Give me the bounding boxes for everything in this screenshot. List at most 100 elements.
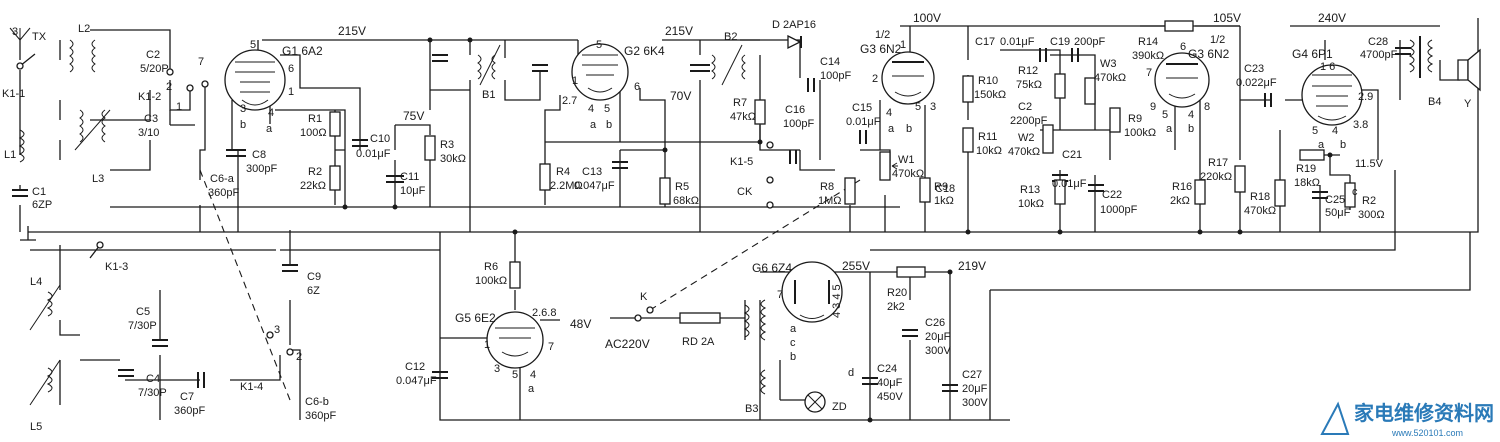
label-r18v: 470kΩ (1244, 205, 1276, 217)
pin-g1-6: 6 (288, 63, 294, 75)
pin-g4-a: a (1318, 139, 1325, 151)
label-c12: C12 (405, 361, 425, 373)
pin-g6-7: 7 (777, 289, 783, 301)
label-c5: C5 (136, 306, 150, 318)
label-c17: C17 (975, 36, 995, 48)
pin-b3-b: b (790, 351, 796, 363)
label-c9v: 6Z (307, 285, 320, 297)
label-r9a: R9 (934, 181, 948, 193)
label-r3v: 30kΩ (440, 153, 466, 165)
pin-g1-4: 4 (268, 107, 274, 119)
label-268: 2.6.8 (532, 307, 556, 319)
label-115v: 11.5V (1355, 158, 1384, 170)
label-c21v: 0.01μF (1052, 178, 1087, 190)
label-l4: L4 (30, 276, 42, 288)
label-g5: G5 6E2 (455, 311, 496, 325)
label-c6bv: 360pF (305, 410, 336, 422)
label-r10v: 150kΩ (974, 89, 1006, 101)
label-c6b: C6-b (305, 396, 329, 408)
pin-g3b-b: b (1188, 123, 1194, 135)
pin-g2-4: 4 (588, 103, 594, 115)
tube-g4 (1301, 64, 1363, 126)
label-b2: B2 (724, 31, 737, 43)
label-k13: K1-3 (105, 261, 128, 273)
pin-g3a-1: 1 (900, 39, 906, 51)
label-r18: R18 (1250, 191, 1270, 203)
junction-dots (342, 37, 1333, 423)
label-c12v: 0.047μF (396, 375, 437, 387)
pin-k-2a: 2 (166, 81, 172, 93)
pin-k-2b: 2 (296, 351, 302, 363)
label-r14: R14 (1138, 36, 1158, 48)
site-watermark: 家电维修资料网 www.520101.com (1320, 401, 1494, 438)
pin-g4-b: b (1340, 139, 1346, 151)
watermark-cn: 家电维修资料网 (1354, 401, 1494, 425)
watermark-en: www.520101.com (1391, 428, 1463, 438)
label-c1: C1 (32, 186, 46, 198)
label-c28v: 4700pF (1360, 49, 1398, 61)
label-w1v: 470kΩ (892, 168, 924, 180)
pin-b3-d: d (848, 367, 854, 379)
label-c4: C4 (146, 373, 160, 385)
pin-g1-b: b (240, 119, 246, 131)
label-c10: C10 (370, 133, 390, 145)
label-r4v: 2.2MΩ (550, 180, 583, 192)
label-r10: R10 (978, 75, 998, 87)
label-w2v: 470kΩ (1008, 146, 1040, 158)
label-c4v: 7/30P (138, 387, 167, 399)
label-r19v: 18kΩ (1294, 177, 1320, 189)
label-c8: C8 (252, 149, 266, 161)
pin-g5-4: 4 (530, 369, 536, 381)
label-c16v: 100pF (783, 118, 814, 130)
label-27: 2.7 (562, 95, 577, 107)
pin-g5-7: 7 (548, 341, 554, 353)
label-c22v: 1000pF (1100, 204, 1138, 216)
pin-g2-6: 6 (634, 81, 640, 93)
tube-labels: G1 6A2 G2 6K4 1/2 G3 6N2 1/2 G3 6N2 G4 6… (282, 29, 1333, 325)
pin-g2-b: b (606, 119, 612, 131)
label-r9av: 1kΩ (934, 195, 954, 207)
label-r8v: 1MΩ (818, 195, 842, 207)
label-c19v: 200pF (1074, 36, 1105, 48)
label-c1v: 6ZP (32, 199, 52, 211)
pin-g3b-a: a (1166, 123, 1173, 135)
label-ac220v: AC220V (605, 337, 650, 351)
pin-g5-3: 3 (494, 363, 500, 375)
label-r8: R8 (820, 181, 834, 193)
label-48v: 48V (570, 317, 591, 331)
label-r12v: 75kΩ (1016, 79, 1042, 91)
label-c18: C18 (935, 183, 955, 195)
pin-g1-5: 5 (250, 39, 256, 51)
label-c7v: 360pF (174, 405, 205, 417)
label-g2: G2 6K4 (624, 44, 665, 58)
pin-b3-a: a (790, 323, 797, 335)
tube-g6 (781, 261, 843, 323)
label-c2bv: 2200pF (1010, 115, 1048, 127)
label-38: 3.8 (1353, 119, 1368, 131)
label-l1: L1 (4, 149, 16, 161)
label-r1v: 100Ω (300, 127, 327, 139)
label-29: 2.9 (1358, 91, 1373, 103)
resistor-symbols (329, 20, 1356, 413)
pin-g3b-5: 5 (1162, 109, 1168, 121)
label-w1: W1 (898, 154, 915, 166)
pin-b3-c: c (790, 337, 796, 349)
label-c26: C26 (925, 317, 945, 329)
pin-g1-a: a (266, 123, 273, 135)
label-tx: TX (32, 31, 47, 43)
label-c27: C27 (962, 369, 982, 381)
label-l3: L3 (92, 173, 104, 185)
label-l5: L5 (30, 421, 42, 433)
label-k11: K1-1 (2, 88, 25, 100)
pin-g4-16: 1 6 (1320, 61, 1335, 73)
label-c24v1: 40μF (877, 377, 903, 389)
label-c24: C24 (877, 363, 897, 375)
label-g3a-half: 1/2 (875, 29, 890, 41)
coil-labels: L1 L2 L3 L4 L5 B1 B2 B3 B4 (4, 23, 1441, 433)
pin-g3a-2: 2 (872, 73, 878, 85)
label-r20: R20 (887, 287, 907, 299)
label-219v: 219V (958, 259, 986, 273)
pin-k-3a: 3 (12, 26, 18, 38)
label-c8v: 300pF (246, 163, 277, 175)
pin-g3b-4: 4 (1188, 109, 1194, 121)
